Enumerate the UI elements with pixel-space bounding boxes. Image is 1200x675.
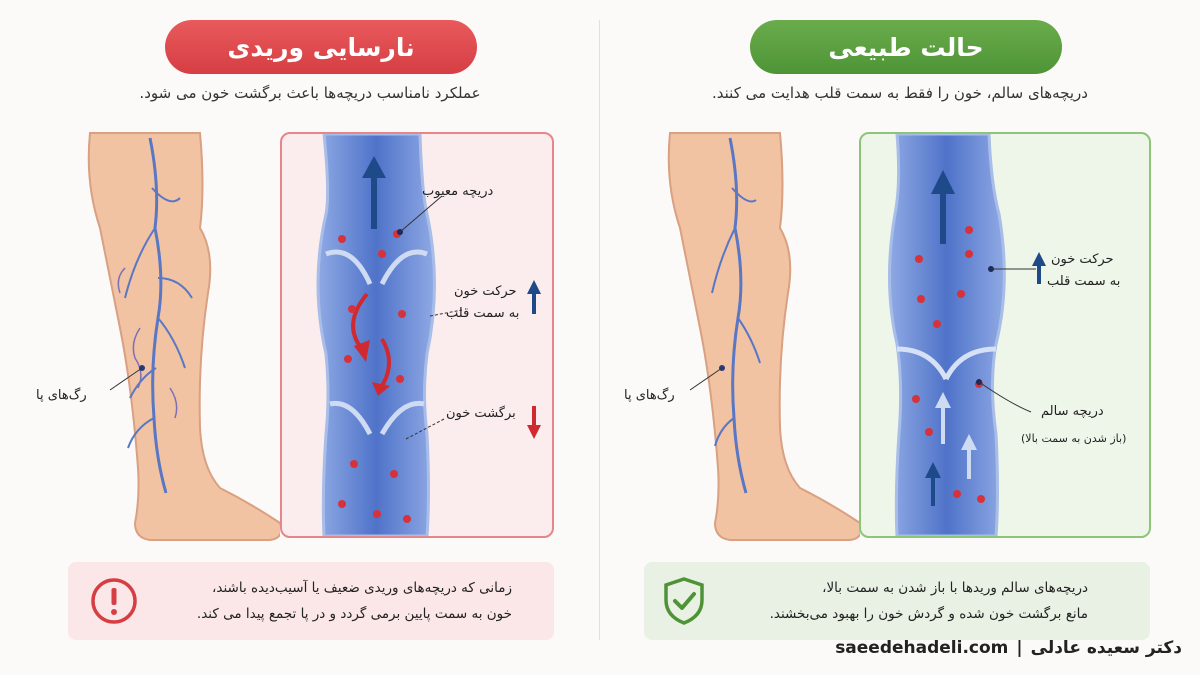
faulty-valve-label: دریچه معیوب xyxy=(422,184,494,199)
leg-veins-label: رگ‌های پا xyxy=(36,388,87,403)
reflux-label: برگشت خون xyxy=(446,406,516,421)
normal-subtitle: دریچه‌های سالم، خون را فقط به سمت قلب هد… xyxy=(712,84,1088,102)
leg-illustration-healthy xyxy=(667,132,860,541)
footer-separator: | xyxy=(1016,638,1023,658)
insufficiency-title: نارسایی وریدی xyxy=(165,20,477,74)
normal-state-panel: حالت طبیعی دریچه‌های سالم، خون را فقط به… xyxy=(600,0,1200,675)
flow-to-heart-label-2: به سمت قلب xyxy=(446,306,520,321)
normal-title: حالت طبیعی xyxy=(750,20,1062,74)
healthy-valve-sublabel: (باز شدن به سمت بالا) xyxy=(1021,432,1127,445)
faulty-vein-diagram-box: دریچه معیوب حرکت خون به سمت قلب برگشت خو… xyxy=(280,132,554,538)
shield-check-icon xyxy=(664,577,704,625)
panel-divider xyxy=(599,20,600,640)
leg-veins-label: رگ‌های پا xyxy=(624,388,675,403)
leg-illustration-varicose xyxy=(87,132,280,541)
normal-note-line-1: دریچه‌های سالم وریدها با باز شدن به سمت … xyxy=(822,580,1088,596)
normal-note: دریچه‌های سالم وریدها با باز شدن به سمت … xyxy=(644,562,1150,640)
healthy-vein-diagram-box: حرکت خون به سمت قلب دریچه سالم (باز شدن … xyxy=(859,132,1151,538)
insufficiency-note-line-2: خون به سمت پایین برمی گردد و در پا تجمع … xyxy=(196,606,512,622)
normal-flow-label-2: به سمت قلب xyxy=(1047,274,1121,289)
healthy-vein-diagram xyxy=(888,134,1046,536)
footer-site: saeedehadeli.com xyxy=(835,638,1009,658)
insufficiency-subtitle: عملکرد نامناسب دریچه‌ها باعث برگشت خون م… xyxy=(139,84,481,102)
healthy-valve-label: دریچه سالم xyxy=(1041,404,1104,419)
normal-flow-label-1: حرکت خون xyxy=(1051,252,1114,267)
footer-credit: saeedehadeli.com | دکتر سعیده عادلی xyxy=(831,638,1186,658)
normal-note-line-2: مانع برگشت خون شده و گردش خون را بهبود م… xyxy=(769,606,1088,622)
faulty-vein-diagram xyxy=(316,134,541,536)
flow-to-heart-label-1: حرکت خون xyxy=(454,284,517,299)
footer-author: دکتر سعیده عادلی xyxy=(1030,638,1182,658)
warning-icon xyxy=(91,578,137,624)
insufficiency-note: زمانی که دریچه‌های وریدی ضعیف یا آسیب‌دی… xyxy=(68,562,554,640)
venous-insufficiency-panel: نارسایی وریدی عملکرد نامناسب دریچه‌ها با… xyxy=(36,20,554,640)
insufficiency-note-line-1: زمانی که دریچه‌های وریدی ضعیف یا آسیب‌دی… xyxy=(212,580,512,596)
